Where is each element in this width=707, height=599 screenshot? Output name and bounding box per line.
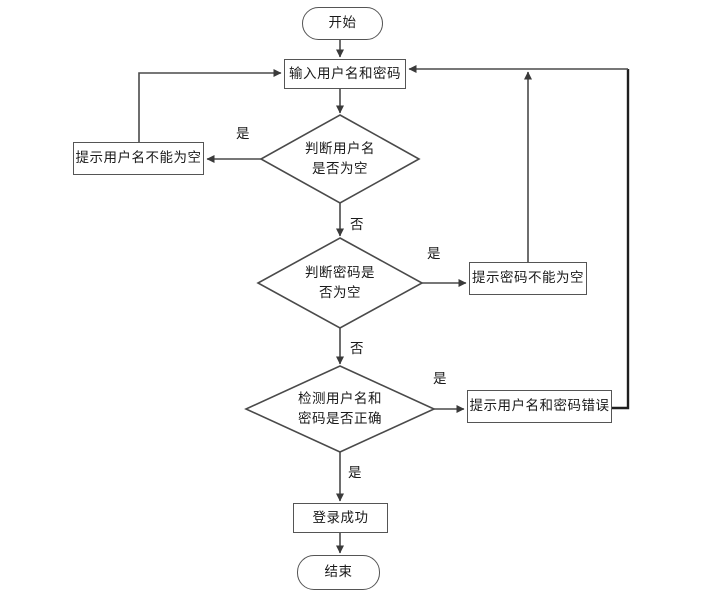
decision-check-credentials-shape	[244, 365, 436, 453]
label-password-empty-no: 否	[350, 341, 364, 356]
node-prompt-username-empty-label: 提示用户名不能为空	[75, 150, 202, 166]
label-username-empty-no: 否	[350, 217, 364, 232]
label-username-empty-yes: 是	[236, 126, 250, 141]
label-credentials-wrong-yes: 是	[433, 371, 447, 386]
label-credentials-correct-yes: 是	[348, 465, 362, 480]
label-password-empty-yes: 是	[427, 246, 441, 261]
node-input-credentials: 输入用户名和密码	[284, 59, 406, 89]
node-prompt-credentials-wrong: 提示用户名和密码错误	[467, 390, 612, 423]
node-login-success-label: 登录成功	[312, 509, 369, 525]
edge-prompt-username-back-to-input	[138, 69, 282, 142]
node-prompt-credentials-wrong-label: 提示用户名和密码错误	[469, 398, 610, 414]
node-end: 结束	[297, 555, 380, 590]
node-prompt-username-empty: 提示用户名不能为空	[73, 142, 204, 175]
node-prompt-password-empty: 提示密码不能为空	[469, 262, 587, 295]
node-prompt-password-empty-label: 提示密码不能为空	[472, 270, 584, 286]
node-start-label: 开始	[328, 15, 357, 31]
decision-check-password-shape	[256, 237, 424, 329]
node-start: 开始	[302, 7, 383, 40]
edge-prompt-wrong-up-bold	[612, 69, 630, 410]
node-login-success: 登录成功	[293, 503, 388, 533]
decision-check-username-shape	[259, 114, 421, 204]
node-input-credentials-label: 输入用户名和密码	[289, 65, 401, 81]
node-end-label: 结束	[324, 564, 353, 580]
